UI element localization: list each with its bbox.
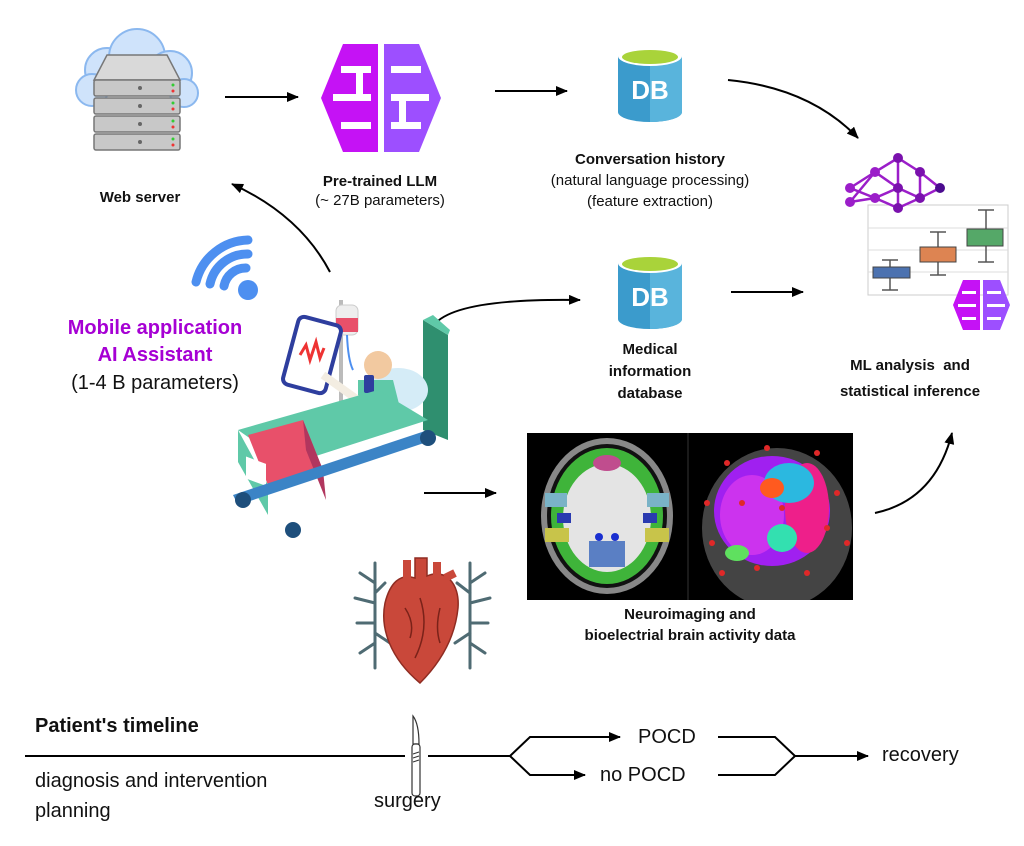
branch-pocd <box>509 732 621 757</box>
ml-label-line1: ML analysis and <box>850 357 970 374</box>
patient-in-bed-icon <box>233 300 450 538</box>
llm-label: Pre-trained LLM <box>322 173 438 190</box>
brain-scan-icon <box>527 433 853 608</box>
conversation-sub1: (natural language processing) <box>550 172 750 189</box>
llm-sublabel: (~ 27B parameters) <box>315 192 445 209</box>
heart-icon <box>353 557 492 685</box>
medical-db-text: DB <box>631 282 669 312</box>
timeline-phase1-line2: planning <box>35 800 111 822</box>
mobile-app-line2: AI Assistant <box>97 344 213 366</box>
arrow-patient-to-server <box>231 183 331 273</box>
medical-db-line2: information <box>608 363 692 380</box>
mobile-app-sub: (1-4 B parameters) <box>71 372 239 394</box>
wifi-icon <box>191 235 258 300</box>
branch-no-pocd <box>509 755 586 780</box>
neuro-label-line2: bioelectrial brain activity data <box>584 627 796 644</box>
conversation-db-text: DB <box>631 75 669 105</box>
merge-pocd <box>718 736 796 757</box>
timeline-title: Patient's timeline <box>35 715 199 737</box>
merge-no-pocd <box>718 755 796 776</box>
timeline-no-pocd: no POCD <box>600 764 686 786</box>
conversation-history-label: Conversation history <box>574 151 726 168</box>
mobile-app-line1: Mobile application <box>67 317 243 339</box>
timeline-pocd: POCD <box>638 726 696 748</box>
conversation-sub2: (feature extraction) <box>587 193 713 210</box>
timeline-recovery: recovery <box>882 744 959 766</box>
medical-db-icon: DB <box>618 253 682 329</box>
timeline-phase1-line1: diagnosis and intervention <box>35 770 268 792</box>
medical-db-line3: database <box>617 385 683 402</box>
server-cloud-icon <box>75 28 199 151</box>
neural-network-boxplot-icon <box>845 153 1010 330</box>
arrow-patient-to-medical-db <box>433 294 581 326</box>
ml-label-line2: statistical inference <box>839 383 981 400</box>
brain-icon <box>321 44 441 152</box>
scalpel-icon <box>411 714 421 797</box>
arrow-neuro-to-ml <box>874 432 955 514</box>
conversation-db-icon: DB <box>618 46 682 122</box>
web-server-label: Web server <box>99 189 181 206</box>
medical-db-line1: Medical <box>622 341 678 358</box>
neuro-label-line1: Neuroimaging and <box>624 606 756 623</box>
arrow-conversation-db-to-ml <box>727 79 859 139</box>
timeline-surgery: surgery <box>374 790 441 812</box>
